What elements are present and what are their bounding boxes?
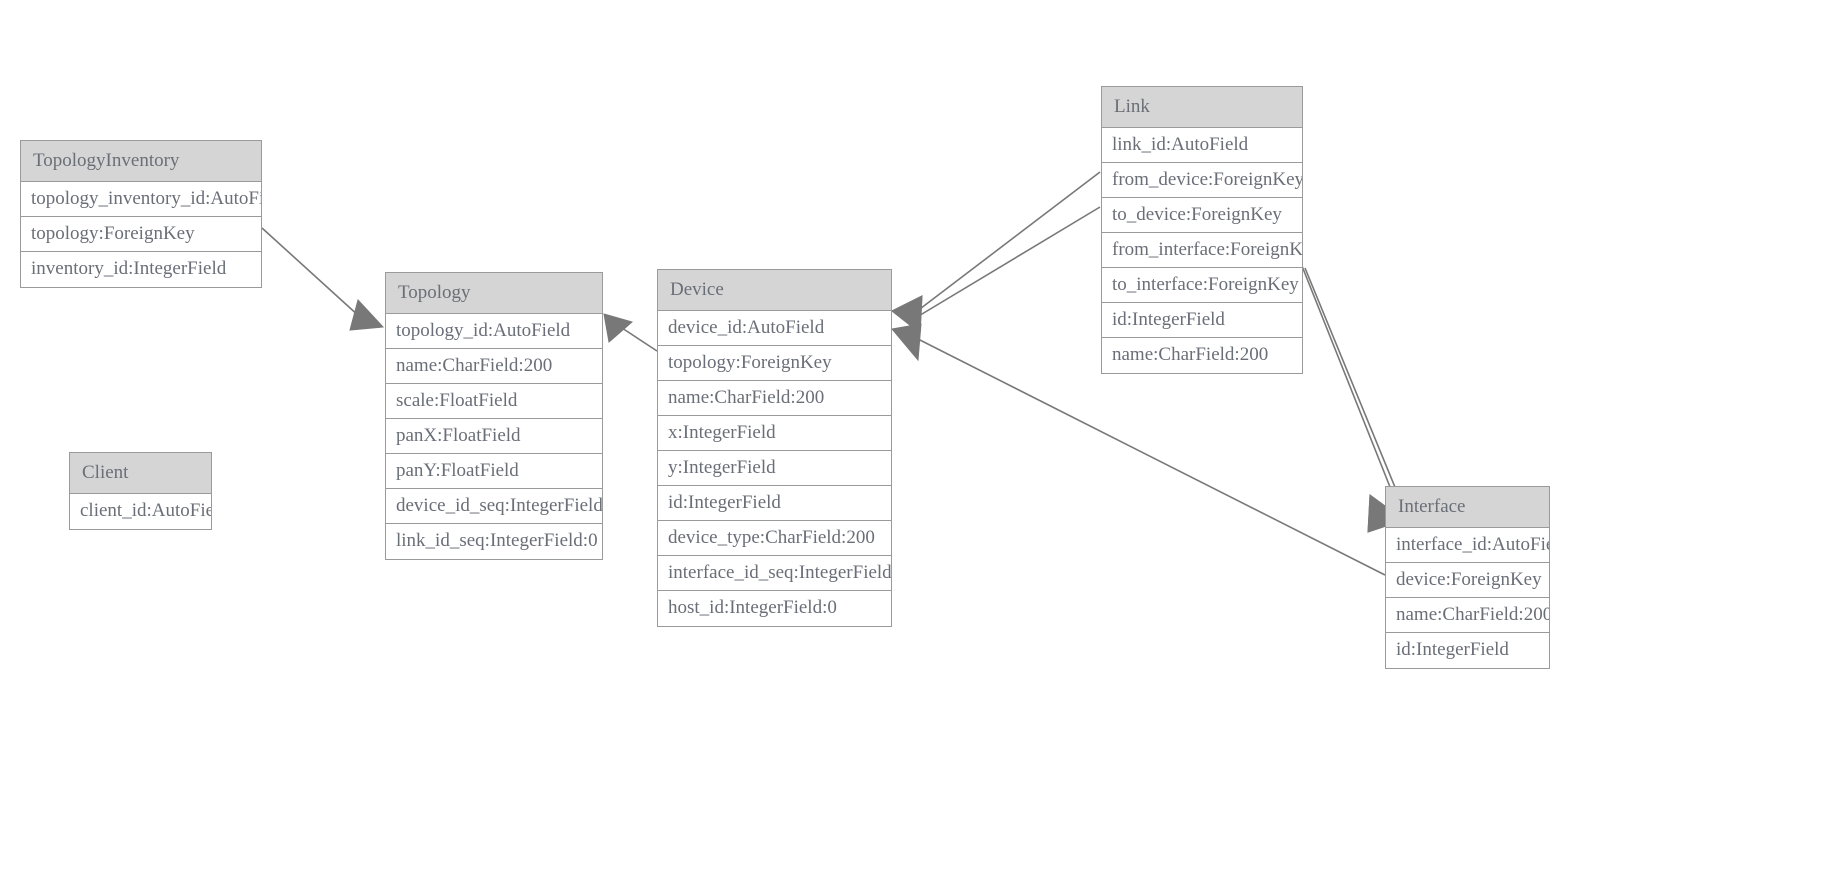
entity-field-row[interactable]: scale:FloatField [386,384,602,419]
entity-field-row[interactable]: inventory_id:IntegerField [21,252,261,287]
entity-field-row[interactable]: client_id:AutoField [70,494,211,529]
entity-field-row[interactable]: device:ForeignKey [1386,563,1549,598]
entity-field-row[interactable]: id:IntegerField [658,486,891,521]
entity-field-row[interactable]: topology:ForeignKey [21,217,261,252]
relation-line [1297,255,1401,513]
entity-field-row[interactable]: device_id:AutoField [658,311,891,346]
relation-line [911,206,1101,321]
entity-field-row[interactable]: to_interface:ForeignKey [1102,268,1302,303]
relation-arrowhead [891,295,923,334]
entity-field-row[interactable]: id:IntegerField [1386,633,1549,668]
relation-line [911,171,1101,316]
relation-device-to-topology [603,313,658,352]
entity-field-row[interactable]: y:IntegerField [658,451,891,486]
relation-arrowhead [891,323,922,362]
entity-field-row[interactable]: device_id_seq:IntegerField:0 [386,489,602,524]
entity-title-client: Client [70,453,211,494]
entity-field-row[interactable]: x:IntegerField [658,416,891,451]
entity-field-row[interactable]: device_type:CharField:200 [658,521,891,556]
entity-field-row[interactable]: topology_inventory_id:AutoField [21,182,261,217]
entity-field-row[interactable]: name:CharField:200 [1102,338,1302,373]
entity-title-interface: Interface [1386,487,1549,528]
entity-field-row[interactable]: interface_id_seq:IntegerField:0 [658,556,891,591]
entity-title-topology-inventory: TopologyInventory [21,141,261,182]
relation-line [621,327,658,352]
entity-field-row[interactable]: name:CharField:200 [1386,598,1549,633]
entity-field-row[interactable]: link_id:AutoField [1102,128,1302,163]
relation-line [261,227,361,318]
relation-arrowhead [891,295,923,334]
entity-interface[interactable]: Interfaceinterface_id:AutoFielddevice:Fo… [1385,486,1550,669]
relation-link-to-device-to-device [891,206,1101,334]
relation-link-from-device-to-device [891,171,1101,334]
relation-arrowhead [603,313,634,343]
entity-field-row[interactable]: interface_id:AutoField [1386,528,1549,563]
entity-field-row[interactable]: id:IntegerField [1102,303,1302,338]
entity-field-row[interactable]: from_device:ForeignKey [1102,163,1302,198]
entity-title-device: Device [658,270,891,311]
relation-line [1304,267,1407,515]
relation-topologyinventory-to-topology [261,227,385,331]
entity-field-row[interactable]: topology_id:AutoField [386,314,602,349]
entity-field-row[interactable]: from_interface:ForeignKey [1102,233,1302,268]
entity-field-row[interactable]: panY:FloatField [386,454,602,489]
relation-arrowhead [349,298,385,331]
entity-field-row[interactable]: topology:ForeignKey [658,346,891,381]
entity-title-link: Link [1102,87,1302,128]
entity-field-row[interactable]: name:CharField:200 [386,349,602,384]
entity-field-row[interactable]: host_id:IntegerField:0 [658,591,891,626]
entity-field-row[interactable]: panX:FloatField [386,419,602,454]
entity-field-row[interactable]: name:CharField:200 [658,381,891,416]
entity-title-topology: Topology [386,273,602,314]
entity-field-row[interactable]: link_id_seq:IntegerField:0 [386,524,602,559]
entity-field-row[interactable]: to_device:ForeignKey [1102,198,1302,233]
